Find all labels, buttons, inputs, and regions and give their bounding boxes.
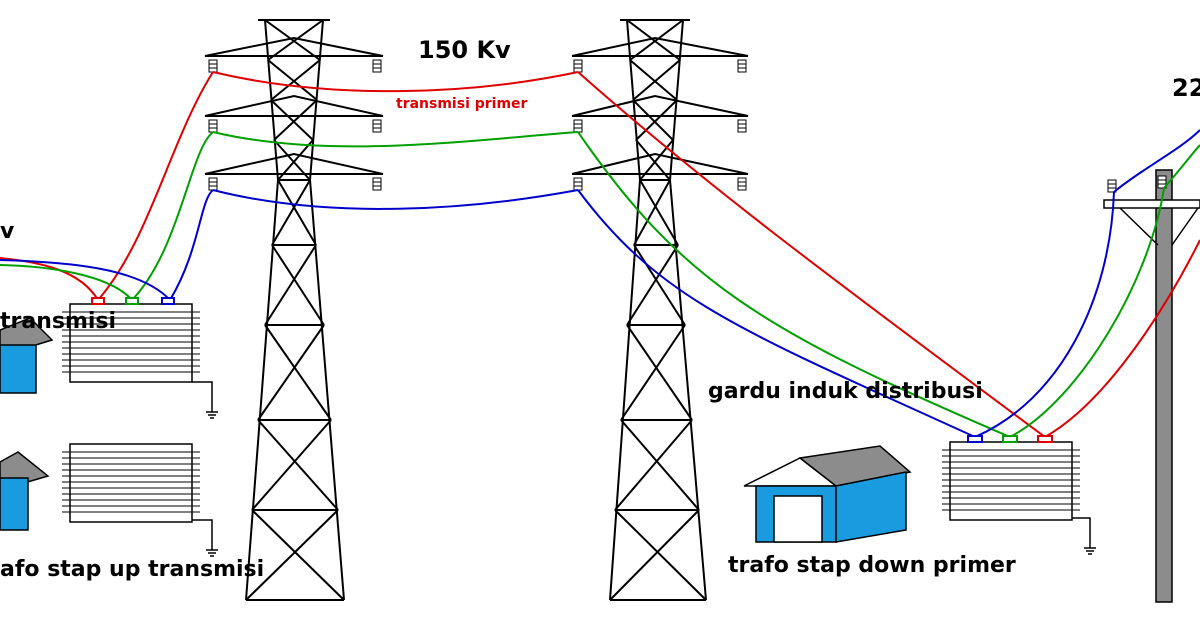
transmisi-primer-label: transmisi primer bbox=[396, 96, 528, 112]
tower-left bbox=[204, 19, 384, 601]
gardu-induk-label: gardu induk distribusi bbox=[708, 379, 983, 404]
transformer-step-up-lower bbox=[61, 443, 219, 557]
house-middle bbox=[743, 445, 912, 543]
transmisi-label: transmisi bbox=[0, 309, 116, 334]
distribution-pole bbox=[1103, 169, 1200, 603]
voltage-150-label: 150 Kv bbox=[418, 36, 511, 64]
tower-middle-insulators bbox=[573, 59, 747, 191]
voltage-right-partial-label: 22 bbox=[1172, 74, 1200, 102]
transformer-step-up-upper bbox=[61, 297, 219, 419]
conductor-green bbox=[0, 131, 1200, 438]
voltage-left-partial-label: v bbox=[0, 219, 15, 244]
conductor-blue bbox=[0, 129, 1200, 438]
tower-middle bbox=[571, 19, 749, 601]
trafo-stap-up-label: afo stap up transmisi bbox=[0, 557, 264, 582]
house-left-lower bbox=[0, 451, 50, 531]
house-left-upper bbox=[0, 317, 54, 394]
transformer-step-down bbox=[941, 435, 1097, 555]
trafo-stap-down-label: trafo stap down primer bbox=[728, 553, 1016, 578]
